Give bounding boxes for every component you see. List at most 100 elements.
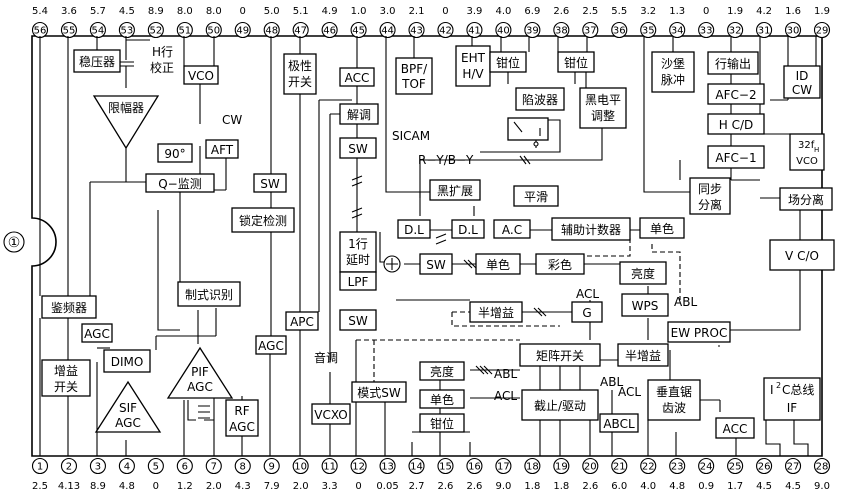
mono2-block (475, 253, 521, 275)
rf-agc-block (225, 399, 259, 437)
pin-voltage: 3.9 (466, 6, 482, 17)
sw-mid-block (419, 253, 453, 275)
pif-label-1: PIF (191, 365, 209, 379)
ew-proc-block (667, 321, 731, 343)
agc-small-label: AGC (84, 327, 110, 341)
sync-sep-label-2: 分离 (698, 197, 722, 212)
polarity-label-2: 开关 (288, 75, 312, 89)
rf-label-1: RF (234, 404, 249, 418)
clamp-a-block (489, 51, 527, 73)
chip-outline (31, 35, 823, 457)
pin-number: 41 (468, 26, 481, 37)
regulator-block (73, 49, 121, 73)
sync-sep-label-1: 同步 (698, 182, 722, 196)
v-sawtooth-label-1: 垂直锯 (656, 384, 692, 399)
pin-50: 508.0 (205, 6, 222, 39)
cutoff-drive-block (521, 389, 599, 421)
pin-number: 29 (816, 26, 829, 37)
aft-label: AFT (211, 143, 234, 157)
g-label: G (582, 306, 591, 320)
sif-agc-block (94, 380, 162, 433)
pin-number: 53 (121, 26, 134, 37)
pin-36: 365.5 (611, 6, 628, 39)
pin-number: 32 (729, 26, 742, 37)
limiter-block (92, 95, 160, 150)
pin-number: 51 (178, 26, 191, 37)
pin-number: 37 (584, 26, 597, 37)
pin-voltage: 4.8 (669, 481, 685, 492)
pin-number: 48 (265, 26, 278, 37)
half-gain2-block (617, 343, 669, 367)
pin-voltage: 4.2 (756, 6, 772, 17)
black-level-label-2: 调整 (591, 108, 615, 123)
pin-voltage: 4.0 (495, 6, 511, 17)
vco-block (183, 65, 219, 85)
pin-voltage: 2.5 (582, 6, 598, 17)
clamp-b-block (557, 51, 595, 73)
pin-number: 36 (613, 26, 626, 37)
polarity-switch-block (283, 53, 317, 95)
fh-label: 32f (798, 140, 815, 151)
half-gain1-label: 半增益 (478, 306, 514, 320)
pin-9: 97.9 (263, 457, 280, 492)
pin-voltage: 1.9 (727, 6, 743, 17)
pin-39: 396.9 (524, 6, 541, 39)
pin-voltage: 0 (240, 6, 246, 17)
pin-voltage: 3.0 (380, 6, 396, 17)
abcl-label: ABCL (603, 417, 635, 431)
pin-number: 54 (92, 26, 105, 37)
mono1-block (639, 217, 685, 239)
pin-number: 6 (182, 462, 188, 473)
pin-55: 553.6 (60, 6, 78, 39)
pin-4: 44.8 (118, 457, 135, 492)
acl-top-label: ACL (576, 287, 599, 301)
g-block (571, 301, 603, 323)
acc-top-block (339, 67, 375, 87)
lock-detect-block (231, 207, 295, 233)
pin-number: 23 (671, 462, 684, 473)
afc1-label: AFC−1 (715, 151, 756, 165)
pin-48: 485.0 (263, 6, 280, 39)
sw-demod-block (339, 137, 377, 159)
pin-16: 162.6 (466, 457, 483, 492)
pin-voltage: 3.2 (640, 6, 656, 17)
mode-sw-block (351, 381, 407, 403)
i2c-bus-block (763, 377, 821, 421)
black-extend-block (429, 179, 481, 201)
gain-switch-label-1: 增益 (54, 364, 78, 378)
hcd-block (707, 113, 765, 135)
pin-voltage: 1.8 (553, 481, 569, 492)
bpf-tof-block (395, 57, 433, 95)
phase90-block (157, 143, 193, 163)
afc2-block (707, 83, 765, 105)
pin-37: 372.5 (582, 6, 599, 39)
lpf-block (339, 271, 377, 291)
color-block (535, 253, 585, 275)
pin-51: 518.0 (176, 6, 193, 39)
afc2-label: AFC−2 (715, 88, 756, 102)
discriminator-block (41, 295, 97, 319)
pin-voltage: 2.1 (409, 6, 425, 17)
pin-6: 61.2 (176, 457, 193, 492)
pin-7: 72.0 (205, 457, 222, 492)
pin-voltage: 4.5 (785, 481, 801, 492)
acl-left-label: ACL (494, 389, 517, 403)
pin-26: 264.5 (756, 457, 773, 492)
standard-id-label: 制式识别 (185, 288, 233, 302)
pin-number: 35 (642, 26, 655, 37)
pin-voltage: 2.6 (438, 481, 454, 492)
pin-voltage: 8.0 (177, 6, 193, 17)
dimo-block (103, 349, 151, 373)
pin-25: 251.7 (727, 457, 744, 492)
sandcastle-label-1: 沙堡 (661, 56, 685, 71)
chip-notch-label: ① (8, 235, 21, 251)
h-output-block (707, 51, 759, 75)
pin-38: 382.6 (553, 6, 570, 39)
pin-number: 15 (439, 462, 452, 473)
cutoff-drive-label: 截止/驱动 (534, 399, 586, 413)
pin-number: 33 (700, 26, 713, 37)
standard-id-block (177, 281, 241, 307)
hcd-label: H C/D (719, 118, 754, 132)
i2c-label-2: C总线 (782, 383, 814, 397)
pin-47: 475.1 (292, 6, 309, 39)
